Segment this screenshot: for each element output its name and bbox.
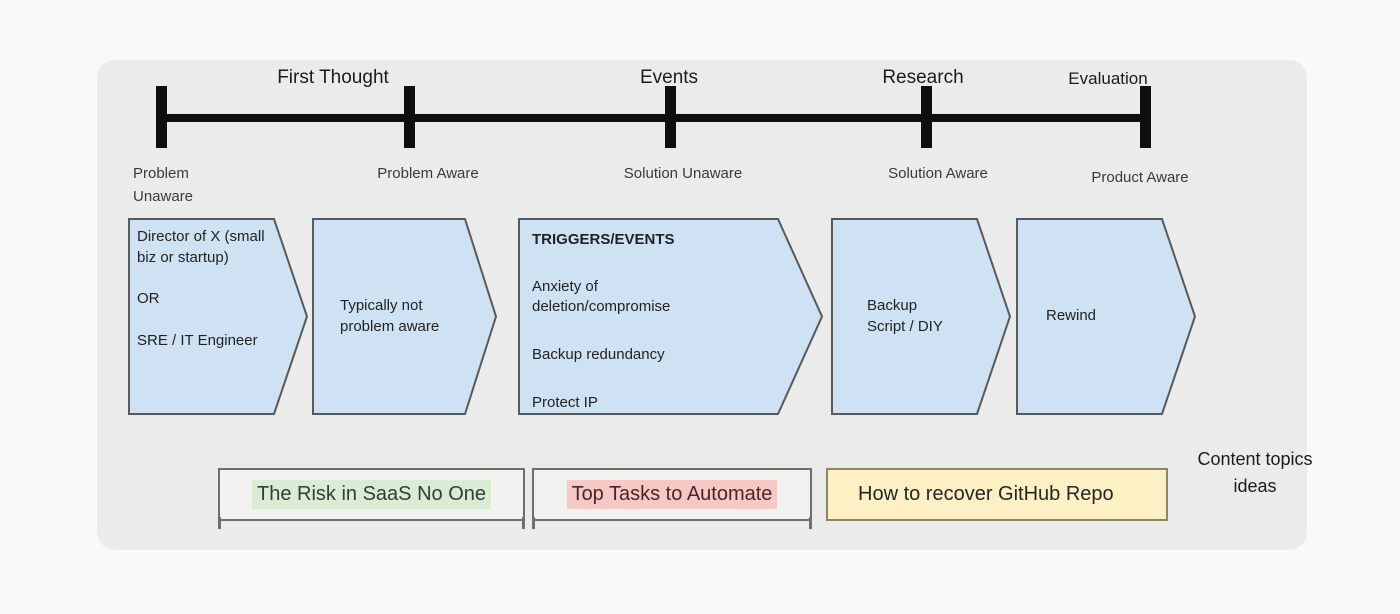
trigger-item-3: Protect IP	[532, 393, 598, 411]
chevron-shape	[1016, 218, 1196, 415]
chevron-shape	[831, 218, 1011, 415]
journey-step-problem-aware: Typically not problem aware	[312, 218, 497, 415]
content-topics-note: Content topics ideas	[1197, 449, 1313, 496]
content-idea-box-3: How to recover GitHub Repo	[826, 468, 1168, 521]
timeline-tick-2	[404, 86, 415, 148]
border-stub	[522, 517, 525, 529]
journey-step-rewind: Rewind	[1016, 218, 1196, 415]
content-idea-title-1: The Risk in SaaS No One	[252, 480, 491, 509]
timeline-tick-4	[921, 86, 932, 148]
phase-label-events: Events	[639, 67, 699, 88]
stage-label-problem-aware: Problem Aware	[377, 165, 479, 182]
persona-text: Director of X (small biz or startup)	[137, 228, 265, 266]
content-idea-box-2: Top Tasks to Automate	[532, 468, 812, 529]
timeline-axis	[162, 114, 1146, 122]
journey-diagram-card: First Thought Events Research Evaluation…	[97, 60, 1313, 550]
stage-label-solution-aware: Solution Aware	[888, 165, 988, 182]
content-idea-title-3: How to recover GitHub Repo	[858, 483, 1114, 505]
stage-label-problem-unaware: Problem Unaware	[133, 165, 194, 205]
border-stub	[809, 517, 812, 529]
journey-step-persona: Director of X (small biz or startup) OR …	[128, 218, 308, 415]
phase-label-evaluation: Evaluation	[1068, 69, 1148, 88]
stage-label-solution-unaware: Solution Unaware	[623, 165, 743, 182]
timeline-tick-5	[1140, 86, 1151, 148]
trigger-item-1: Anxiety of deletion/compromise	[532, 277, 671, 316]
phase-label-first-thought: First Thought	[277, 67, 389, 88]
step5-text: Rewind	[1046, 307, 1097, 325]
border-stub	[218, 517, 221, 529]
trigger-item-2: Backup redundancy	[532, 346, 665, 364]
chevron-shape	[518, 218, 823, 415]
step2-text: Typically not problem aware	[340, 296, 440, 335]
content-idea-title-2: Top Tasks to Automate	[566, 480, 778, 509]
chevron-shape	[128, 218, 308, 415]
timeline-tick-1	[156, 86, 167, 148]
content-idea-box-1: The Risk in SaaS No One	[218, 468, 525, 529]
triggers-heading: TRIGGERS/EVENTS	[532, 231, 675, 248]
stage-label-product-aware: Product Aware	[1091, 169, 1189, 186]
journey-step-backup-script: Backup Script / DIY	[831, 218, 1011, 415]
journey-step-triggers: TRIGGERS/EVENTS Anxiety of deletion/comp…	[518, 218, 823, 415]
phase-label-research: Research	[882, 67, 964, 88]
chevron-shape	[312, 218, 497, 415]
persona-alt-text: SRE / IT Engineer	[137, 332, 258, 350]
timeline-tick-3	[665, 86, 676, 148]
persona-or-text: OR	[137, 290, 160, 308]
border-stub	[532, 517, 535, 529]
step4-text: Backup Script / DIY	[867, 296, 943, 335]
